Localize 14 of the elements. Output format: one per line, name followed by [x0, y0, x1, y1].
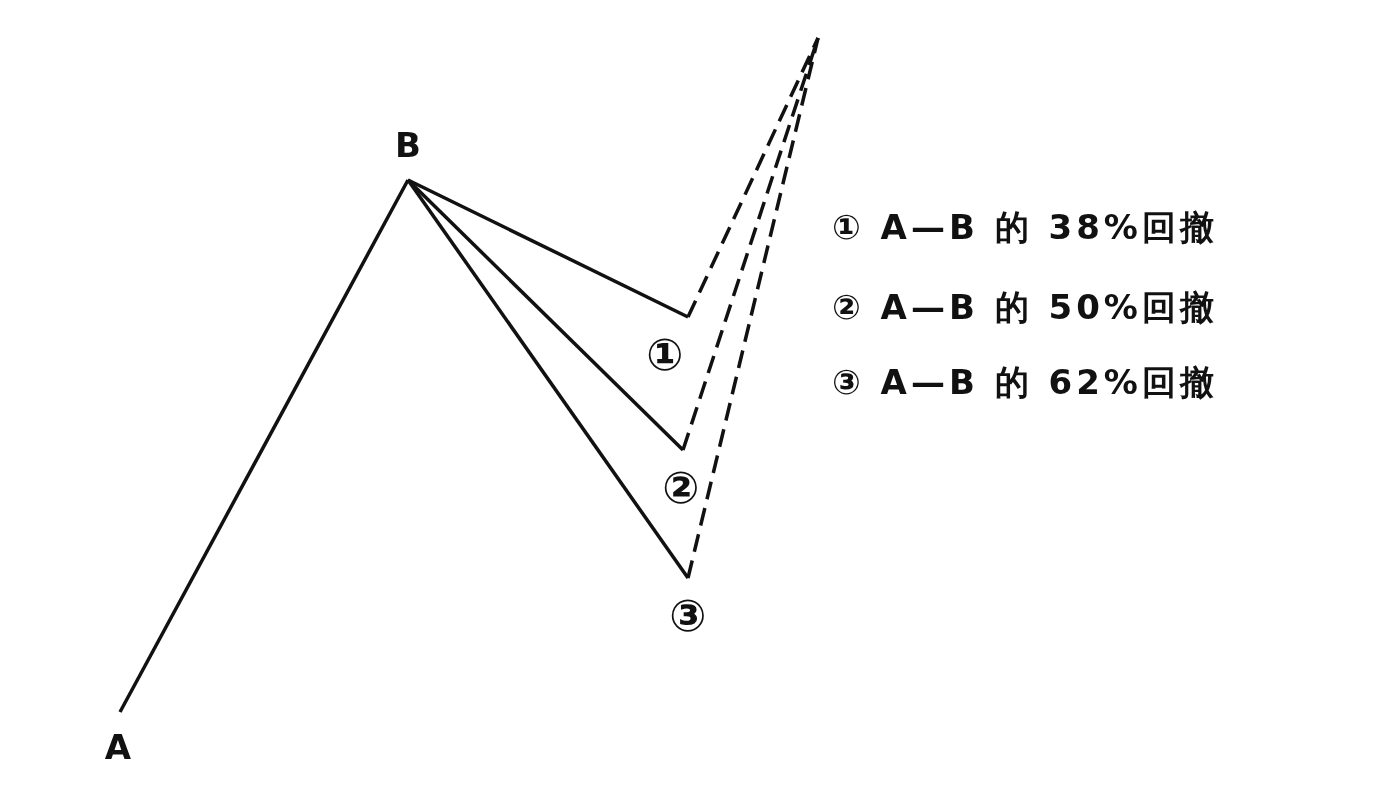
dashed-price-line — [686, 37, 820, 579]
legend-text: ① A—B 的 38%回撤 — [832, 206, 1218, 249]
price-line — [407, 178, 689, 319]
legend-text: ② A—B 的 50%回撤 — [832, 286, 1218, 329]
circled-number: ① — [645, 333, 685, 377]
legend-text: ③ A—B 的 62%回撤 — [832, 361, 1218, 404]
circled-number: ③ — [668, 594, 708, 638]
price-line — [118, 179, 410, 713]
price-line — [406, 178, 685, 452]
price-line — [406, 179, 690, 579]
circled-number: ② — [661, 466, 701, 510]
dashed-price-line — [686, 37, 820, 318]
point-label: A — [103, 730, 133, 764]
point-label: B — [394, 128, 422, 162]
